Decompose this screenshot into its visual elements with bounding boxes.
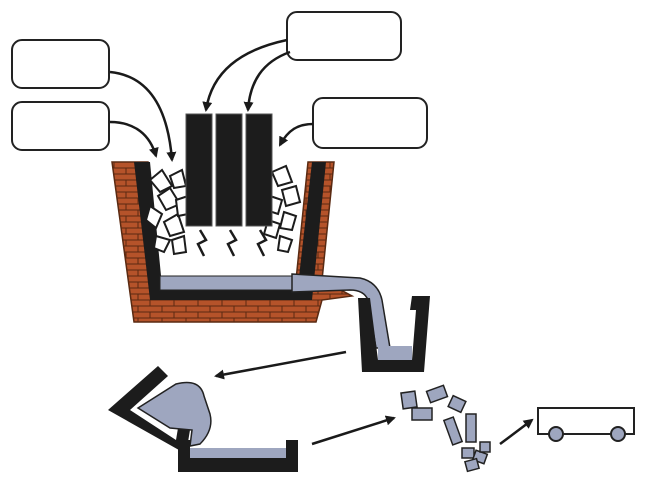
arrow-icon bbox=[311, 415, 396, 446]
arrow-icon bbox=[109, 70, 177, 162]
arrow-icon bbox=[278, 122, 314, 147]
arrow-icon bbox=[243, 50, 291, 112]
label-box-right bbox=[312, 97, 428, 149]
casting-mould-metal bbox=[190, 448, 286, 458]
scrap-charge-left bbox=[144, 168, 189, 256]
label-box-top-center bbox=[286, 11, 402, 61]
electrode-right bbox=[245, 113, 273, 227]
wagon-icon bbox=[537, 407, 635, 442]
arrow-icon bbox=[499, 418, 534, 445]
arrow-icon bbox=[109, 120, 159, 158]
graphite-electrodes bbox=[185, 113, 273, 227]
casting-mould bbox=[178, 440, 298, 472]
label-box-top-left bbox=[11, 39, 110, 89]
spark-icon bbox=[256, 229, 268, 257]
ladle bbox=[358, 296, 430, 372]
wagon-wheel-right bbox=[610, 426, 626, 442]
ingot-pile bbox=[400, 384, 491, 473]
electrode-left bbox=[185, 113, 213, 227]
label-box-group bbox=[11, 11, 428, 151]
wagon-wheel-left bbox=[548, 426, 564, 442]
ladle-metal bbox=[378, 346, 412, 360]
spark-icon bbox=[196, 229, 208, 257]
label-box-mid-left bbox=[11, 101, 110, 151]
molten-metal-pool bbox=[159, 275, 301, 291]
arrow-icon bbox=[202, 38, 288, 112]
spark-icon bbox=[226, 229, 238, 257]
leader-arrows bbox=[109, 38, 314, 162]
tilted-ladle-metal bbox=[136, 381, 212, 447]
electric-arcs bbox=[196, 229, 268, 257]
arrow-icon bbox=[214, 350, 347, 380]
electrode-center bbox=[215, 113, 243, 227]
